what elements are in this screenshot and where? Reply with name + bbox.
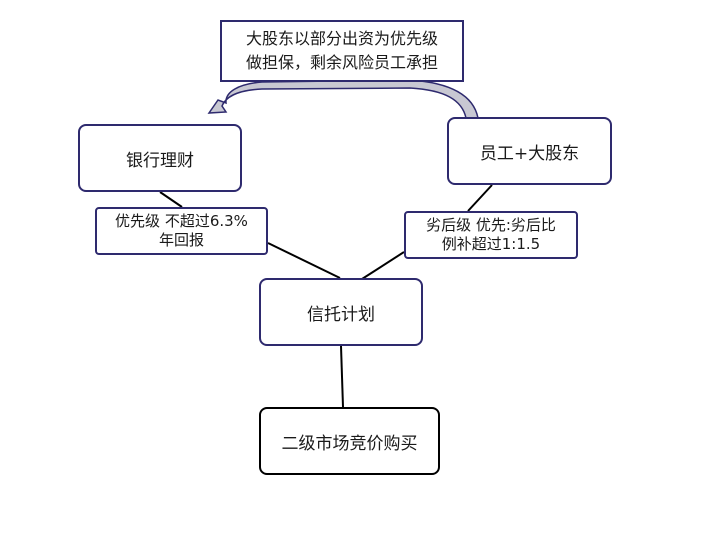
connector-bank-label (159, 191, 183, 208)
edge-label-subordinate-line-1: 劣后级 优先:劣后比 (426, 216, 556, 234)
edge-label-priority-line-1: 优先级 不超过6.3% (115, 212, 248, 230)
edge-label-priority-line-2: 年回报 (158, 231, 204, 249)
node-employee-label: 员工+大股东 (479, 143, 580, 164)
connector-employee-label (467, 184, 493, 212)
node-employee: 员工+大股东 (447, 117, 612, 185)
top-note-line-1: 大股东以部分出资为优先级 (245, 29, 438, 48)
connector-trust-secondary (340, 345, 344, 408)
node-bank: 银行理财 (78, 124, 242, 192)
top-note-box: 大股东以部分出资为优先级 做担保，剩余风险员工承担 (220, 20, 464, 82)
node-trust: 信托计划 (259, 278, 423, 346)
node-secondary: 二级市场竞价购买 (259, 407, 440, 475)
edge-label-subordinate: 劣后级 优先:劣后比 例补超过1:1.5 (404, 211, 578, 259)
edge-label-subordinate-line-2: 例补超过1:1.5 (441, 235, 541, 253)
node-trust-label: 信托计划 (307, 304, 375, 325)
connector-label-trust (267, 242, 341, 279)
connector-label-trust-right (361, 251, 405, 280)
node-bank-label: 银行理财 (126, 150, 194, 171)
top-note-line-2: 做担保，剩余风险员工承担 (245, 53, 438, 72)
edge-label-priority: 优先级 不超过6.3% 年回报 (95, 207, 268, 255)
node-secondary-label: 二级市场竞价购买 (281, 433, 418, 454)
curved-arrow-icon (207, 79, 479, 119)
